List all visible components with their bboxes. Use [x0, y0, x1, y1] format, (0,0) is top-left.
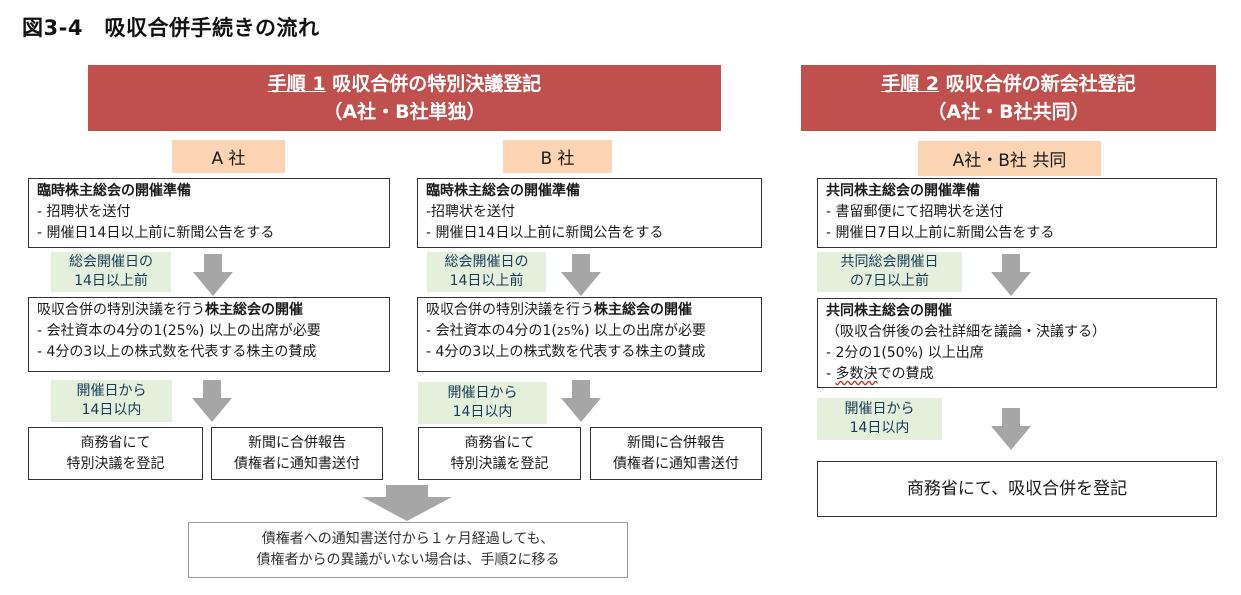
- company-a-news-box: 新聞に合併報告 債権者に通知書送付: [211, 427, 383, 480]
- joint-meeting-line3-c: での賛成: [877, 366, 934, 382]
- company-a-meeting-lead: 吸収合併の特別決議を行う: [37, 302, 205, 318]
- footer-line1: 債権者への通知書送付から１ヶ月経過しても、: [261, 531, 555, 547]
- step2-subtitle: （A社・B社共同）: [927, 101, 1090, 123]
- joint-meeting-box: 共同株主総会の開催 （吸収合併後の会社詳細を議論・決議する） - 2分の1(50…: [817, 298, 1217, 388]
- company-b-meeting-line1-a: - 会社資本の4分の1(: [426, 323, 557, 339]
- company-a-register-line2: 特別決議を登記: [66, 455, 165, 472]
- company-a-meeting-bold: 株主総会の開催: [205, 302, 303, 318]
- joint-prep-heading: 共同株主総会の開催準備: [826, 183, 980, 199]
- company-b-meeting-lead: 吸収合併の特別決議を行う: [426, 302, 594, 318]
- step1-subtitle: （A社・B社単独）: [323, 101, 486, 123]
- joint-meeting-heading: 共同株主総会の開催: [826, 303, 952, 319]
- company-a-note2-line1: 開催日から: [76, 383, 147, 399]
- step2-banner: 手順 2 吸収合併の新会社登記 （A社・B社共同）: [801, 65, 1216, 131]
- company-a-note1-line1: 総会開催日の: [69, 254, 153, 270]
- step2-title: 吸収合併の新会社登記: [945, 73, 1136, 95]
- company-a-register-box: 商務省にて 特別決議を登記: [28, 427, 203, 480]
- company-a-meeting-line1: - 会社資本の4分の1(25%) 以上の出席が必要: [37, 323, 321, 339]
- company-a-arrow1: [193, 254, 233, 296]
- company-a-note2: 開催日から 14日以内: [51, 380, 172, 422]
- joint-note2-line1: 開催日から: [844, 401, 915, 417]
- joint-note2-line2: 14日以内: [849, 420, 910, 436]
- company-a-note2-line2: 14日以内: [81, 402, 142, 418]
- joint-meeting-line1: （吸収合併後の会社詳細を議論・決議する）: [826, 324, 1106, 340]
- company-b-prep-line1: -招聘状を送付: [426, 204, 516, 220]
- footer-line2: 債権者からの異議がいない場合は、手順2に移る: [256, 552, 560, 568]
- company-a-prep-line2: - 開催日14日以上前に新聞公告をする: [37, 225, 275, 241]
- footer-box: 債権者への通知書送付から１ヶ月経過しても、 債権者からの異議がいない場合は、手順…: [188, 522, 628, 578]
- company-b-news-line1: 新聞に合併報告: [627, 434, 725, 451]
- company-b-arrow1: [561, 254, 601, 296]
- company-b-meeting-line1-c: %) 以上の出席が必要: [570, 323, 706, 339]
- company-b-note1: 総会開催日の 14日以上前: [427, 252, 546, 292]
- company-a-news-line1: 新聞に合併報告: [248, 434, 346, 451]
- company-a-meeting-line2: - 4分の3以上の株式数を代表する株主の賛成: [37, 344, 317, 360]
- company-a-prep-line1: - 招聘状を送付: [37, 204, 131, 220]
- company-a-news-line2: 債権者に通知書送付: [234, 455, 360, 472]
- company-a-register-line1: 商務省にて: [80, 434, 151, 451]
- company-a-note1: 総会開催日の 14日以上前: [51, 252, 171, 292]
- joint-final-text: 商務省にて、吸収合併を登記: [906, 478, 1128, 499]
- step2-label: 手順 2: [881, 73, 940, 95]
- company-b-arrow2: [561, 380, 601, 422]
- company-b-note2: 開催日から 14日以内: [418, 382, 547, 424]
- company-b-meeting-bold: 株主総会の開催: [594, 302, 692, 318]
- joint-meeting-line2: - 2分の1(50%) 以上出席: [826, 345, 984, 361]
- company-b-news-box: 新聞に合併報告 債権者に通知書送付: [590, 427, 762, 480]
- company-b-register-line2: 特別決議を登記: [450, 455, 549, 472]
- company-a-prep-heading: 臨時株主総会の開催準備: [37, 183, 191, 199]
- company-b-meeting-line1: - 会社資本の4分の1(25%) 以上の出席が必要: [426, 321, 753, 342]
- company-a-meeting-box: 吸収合併の特別決議を行う株主総会の開催 - 会社資本の4分の1(25%) 以上の…: [28, 297, 390, 372]
- joint-meeting-line3: - 多数決での賛成: [826, 364, 1208, 385]
- company-b-register-line1: 商務省にて: [464, 434, 535, 451]
- joint-meeting-line3-b: 多数決: [835, 366, 878, 382]
- company-b-prep-heading: 臨時株主総会の開催準備: [426, 183, 580, 199]
- joint-note1-line2: の7日以上前: [850, 273, 929, 289]
- step1-banner: 手順 1 吸収合併の特別決議登記 （A社・B社単独）: [88, 65, 721, 131]
- joint-note1: 共同総会開催日 の7日以上前: [817, 252, 962, 292]
- company-b-meeting-box: 吸収合併の特別決議を行う株主総会の開催 - 会社資本の4分の1(25%) 以上の…: [417, 297, 762, 372]
- company-a-tag: A 社: [172, 140, 285, 173]
- company-b-register-box: 商務省にて 特別決議を登記: [418, 427, 581, 480]
- joint-prep-line2: - 開催日7日以上前に新聞公告をする: [826, 225, 1055, 241]
- company-a-note1-line2: 14日以上前: [74, 273, 148, 289]
- joint-prep-box: 共同株主総会の開催準備 - 書留郵便にて招聘状を送付 - 開催日7日以上前に新聞…: [817, 178, 1217, 248]
- step1-title: 吸収合併の特別決議登記: [332, 73, 542, 95]
- company-a-arrow2: [192, 380, 232, 422]
- figure-title: 図3-4 吸収合併手続きの流れ: [22, 16, 320, 40]
- joint-arrow2: [991, 408, 1031, 450]
- company-b-note1-line1: 総会開催日の: [444, 254, 529, 270]
- company-b-news-line2: 債権者に通知書送付: [613, 455, 739, 472]
- company-b-tag: B 社: [503, 140, 612, 173]
- company-b-note1-line2: 14日以上前: [449, 273, 524, 289]
- company-a-prep-box: 臨時株主総会の開催準備 - 招聘状を送付 - 開催日14日以上前に新聞公告をする: [28, 178, 390, 248]
- joint-arrow1: [991, 254, 1031, 296]
- joint-final-box: 商務省にて、吸収合併を登記: [817, 461, 1217, 517]
- company-b-meeting-line2: - 4分の3以上の株式数を代表する株主の賛成: [426, 344, 706, 360]
- joint-note2: 開催日から 14日以内: [817, 398, 942, 440]
- joint-prep-line1: - 書留郵便にて招聘状を送付: [826, 204, 1004, 220]
- merge-arrow: [362, 485, 452, 521]
- company-b-note2-line1: 開催日から: [447, 385, 518, 401]
- joint-tag: A社・B社 共同: [918, 141, 1101, 176]
- company-b-note2-line2: 14日以内: [452, 404, 513, 420]
- step1-label: 手順 1: [267, 73, 326, 95]
- joint-meeting-line3-a: -: [826, 366, 836, 382]
- company-b-meeting-line1-b: 25: [556, 325, 571, 338]
- joint-note1-line1: 共同総会開催日: [840, 254, 939, 270]
- company-b-prep-line2: - 開催日14日以上前に新聞公告をする: [426, 225, 664, 241]
- company-b-prep-box: 臨時株主総会の開催準備 -招聘状を送付 - 開催日14日以上前に新聞公告をする: [417, 178, 762, 248]
